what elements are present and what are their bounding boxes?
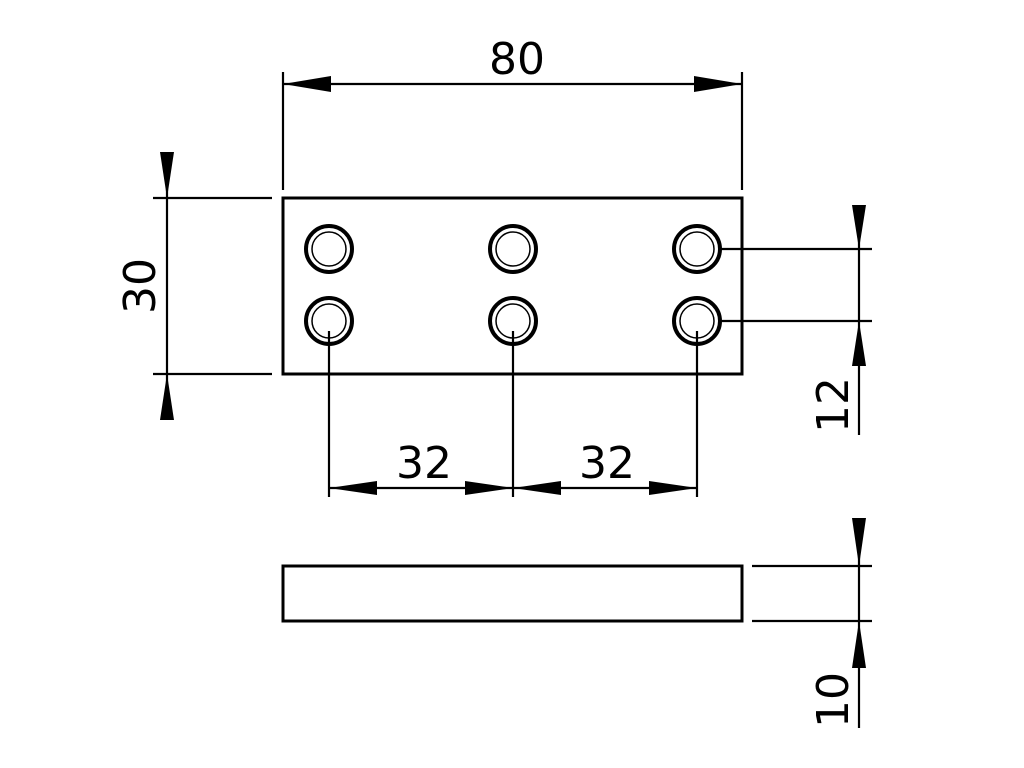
plate-side-view [281, 564, 744, 623]
hole-pitch-dimension: 32 32 [327, 331, 699, 497]
hole-spacing-value: 12 [808, 377, 859, 433]
mounting-holes [304, 224, 722, 346]
spacing-arrow-bottom [852, 321, 866, 366]
thickness-arrow-top [852, 518, 866, 566]
hole-pitch-right-value: 32 [579, 438, 635, 489]
length-dimension: 80 [281, 34, 744, 190]
hole-inner-ring [311, 231, 347, 267]
pitch-arrow-left-start [329, 481, 377, 495]
width-arrow-bottom [160, 374, 174, 420]
width-arrow-top [160, 152, 174, 198]
pitch-arrow-right-start [513, 481, 561, 495]
length-arrow-left [283, 76, 331, 92]
hole-outer-ring [304, 224, 354, 274]
hole-outer-ring [488, 224, 538, 274]
hole-inner-ring [495, 231, 531, 267]
length-value: 80 [489, 34, 545, 85]
hole-spacing-dimension: 12 [718, 205, 872, 435]
pitch-arrow-left-end [465, 481, 513, 495]
pitch-arrow-right-end [649, 481, 697, 495]
width-dimension: 30 [115, 152, 272, 420]
plate-side-outline [281, 564, 744, 623]
hole-pitch-left-value: 32 [396, 438, 452, 489]
thickness-dimension: 10 [752, 518, 872, 728]
spacing-arrow-top [852, 205, 866, 249]
length-arrow-right [694, 76, 742, 92]
thickness-value: 10 [808, 672, 859, 728]
width-value: 30 [115, 258, 166, 314]
hole-inner-ring [679, 231, 715, 267]
thickness-arrow-bottom [852, 621, 866, 668]
hole-outer-ring [672, 224, 722, 274]
